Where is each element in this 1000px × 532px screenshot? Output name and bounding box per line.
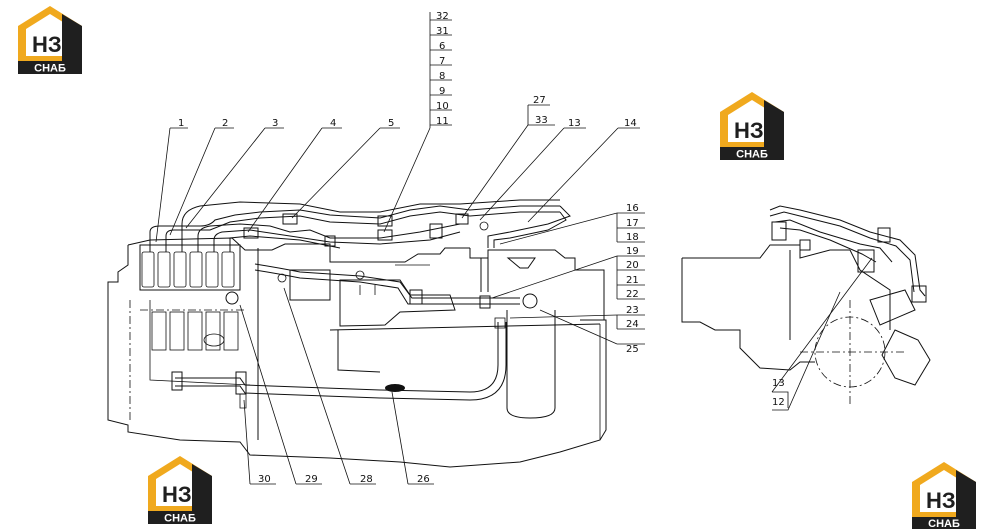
logo-mark: НЗ: [162, 482, 192, 507]
callout-25: 25: [626, 344, 639, 355]
callout-31: 31: [436, 26, 449, 37]
callout-24: 24: [626, 319, 639, 330]
logo-mark: НЗ: [926, 488, 956, 513]
logo-caption: СНАБ: [34, 63, 66, 75]
callout-20: 20: [626, 260, 639, 271]
callout-22: 22: [626, 289, 639, 300]
callout-9: 9: [439, 86, 445, 97]
engine-side-view: [681, 205, 931, 411]
callout-13: 13: [568, 118, 581, 129]
callout-19: 19: [626, 246, 639, 257]
callout-3: 3: [272, 118, 278, 129]
logo-top-left: НЗ СНАБ: [18, 6, 82, 75]
callout-5: 5: [388, 118, 394, 129]
logo-top-right: НЗ СНАБ: [720, 92, 784, 161]
callout-26: 26: [417, 474, 430, 485]
logo-caption: СНАБ: [164, 513, 196, 525]
callout-18: 18: [626, 232, 639, 243]
logo-bottom-right: НЗ СНАБ: [912, 462, 976, 530]
callout-16: 16: [626, 203, 639, 214]
callout-32: 32: [436, 11, 449, 22]
callout-33: 33: [535, 115, 548, 126]
leader-lines: [155, 12, 645, 485]
callout-28: 28: [360, 474, 373, 485]
engine-outline: [107, 199, 607, 468]
callout-21: 21: [626, 275, 639, 286]
callout-2: 2: [222, 118, 228, 129]
callout-numbers: 32 31 6 7 8 9 10 11 1 2 3 4 5 27 33 13 1…: [178, 11, 785, 485]
logo-mark: НЗ: [734, 118, 764, 143]
callout-10: 10: [436, 101, 449, 112]
logo-mark: НЗ: [32, 32, 62, 57]
callout-14: 14: [624, 118, 637, 129]
logo-caption: СНАБ: [928, 518, 960, 530]
callout-30: 30: [258, 474, 271, 485]
logo-bottom-left: НЗ СНАБ: [148, 456, 212, 525]
callout-6: 6: [439, 41, 445, 52]
callout-8: 8: [439, 71, 445, 82]
callout-side-12: 12: [772, 397, 785, 408]
callout-11: 11: [436, 116, 449, 127]
callout-23: 23: [626, 305, 639, 316]
callout-4: 4: [330, 118, 336, 129]
callout-1: 1: [178, 118, 184, 129]
callout-7: 7: [439, 56, 445, 67]
logo-caption: СНАБ: [736, 149, 768, 161]
callout-27: 27: [533, 95, 546, 106]
callout-17: 17: [626, 218, 639, 229]
callout-29: 29: [305, 474, 318, 485]
